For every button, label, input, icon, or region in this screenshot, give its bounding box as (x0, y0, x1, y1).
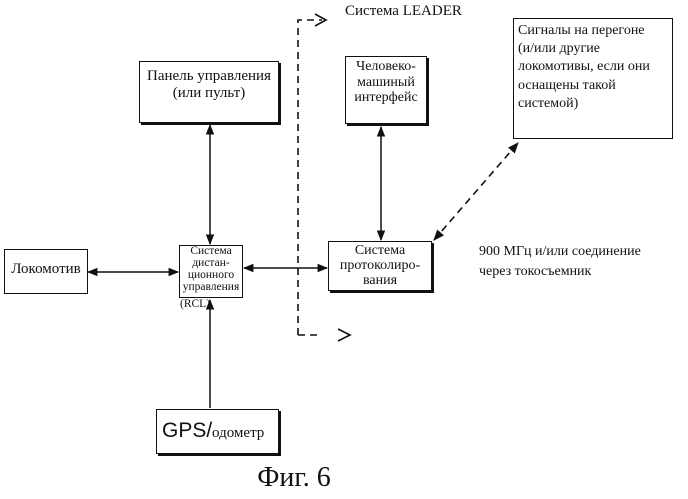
leader-boundary (298, 20, 322, 335)
radio-link-note: 900 МГц и/или соединение через токосъемн… (479, 242, 641, 283)
rcl-label: Система дистан- ционного управления (179, 245, 243, 293)
leader-boundary-top (298, 20, 322, 335)
leader-arrowhead-bottom (338, 329, 350, 341)
control-panel-label: Панель управления (или пульт) (139, 68, 279, 103)
odometer-label: одометр (212, 425, 264, 442)
leader-system-label: Система LEADER (345, 3, 462, 20)
logging-system-label: Система протоколиро- вания (328, 243, 432, 288)
figure-caption: Фиг. 6 (224, 462, 364, 494)
track-signals-label: Сигналы на перегоне (и/или другие локомо… (518, 22, 650, 113)
gps-label: GPS/ (162, 419, 212, 443)
hmi-label: Человеко- машиный интерфейс (345, 59, 427, 106)
locomotive-label: Локомотив (4, 261, 88, 278)
radio-link-connector (434, 143, 518, 240)
rcl-abbreviation: (RCL) (180, 298, 210, 311)
